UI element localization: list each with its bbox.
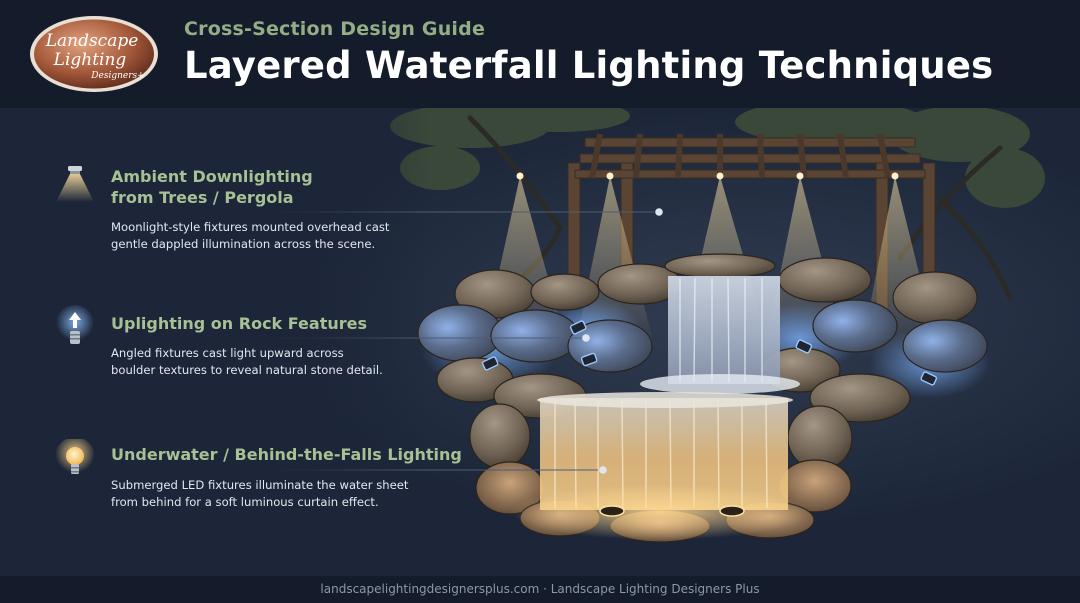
pool-glow (510, 484, 810, 540)
logo-line2: Lighting (53, 50, 127, 70)
section-underwater-desc-line2: from behind for a soft luminous curtain … (111, 495, 379, 509)
callout-dots (582, 208, 663, 474)
page-subtitle: Cross-Section Design Guide (184, 18, 486, 40)
section-uplight-title: Uplighting on Rock Features (111, 314, 367, 333)
page-title: Layered Waterfall Lighting Techniques (184, 44, 994, 87)
section-ambient-desc-line2: gentle dappled illumination across the s… (111, 237, 376, 251)
section-underwater-title: Underwater / Behind-the-Falls Lighting (111, 445, 462, 464)
uplight-icon (56, 305, 94, 344)
brand-logo: Landscape Lighting Designers+ (30, 16, 158, 92)
section-uplight-desc-line1: Angled fixtures cast light upward across (111, 346, 344, 360)
section-underwater-desc-line1: Submerged LED fixtures illuminate the wa… (111, 478, 409, 492)
section-ambient-desc-line1: Moonlight-style fixtures mounted overhea… (111, 220, 390, 234)
header-bar: Landscape Lighting Designers+ Cross-Sect… (0, 0, 1080, 108)
bulb-icon (55, 439, 95, 477)
logo-line1: Landscape (45, 31, 139, 51)
pergola-rafters (589, 133, 891, 179)
upper-waterfall (640, 276, 800, 394)
section-ambient-title-line2: from Trees / Pergola (111, 188, 294, 207)
section-uplight-desc-line2: boulder textures to reveal natural stone… (111, 363, 383, 377)
uplight-fixtures (481, 320, 938, 386)
submerged-fixtures (599, 505, 745, 517)
downlight-icon (56, 166, 94, 202)
waterfall-illustration (0, 108, 1080, 576)
footer-credit: landscapelightingdesignersplus.com · Lan… (0, 576, 1080, 603)
section-ambient-title-line1: Ambient Downlighting (111, 167, 313, 186)
logo-line3: Designers+ (90, 71, 144, 81)
downlight-fixtures (516, 172, 899, 180)
